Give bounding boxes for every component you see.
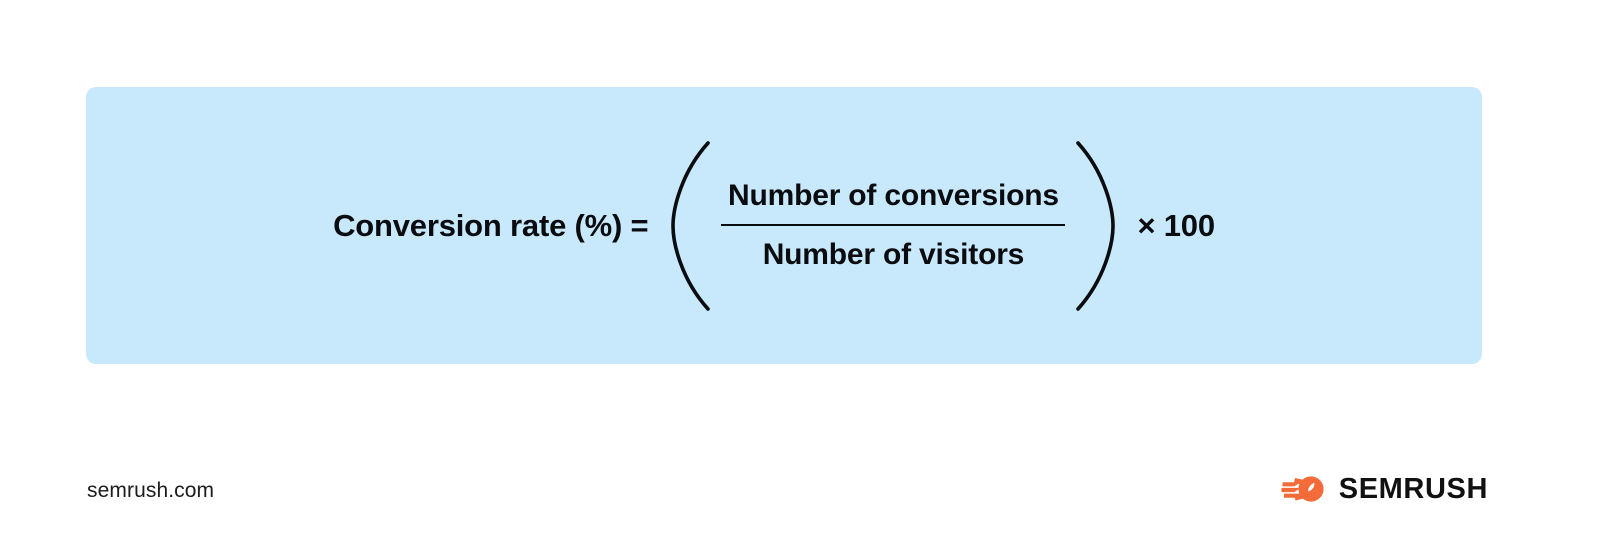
formula-row: Conversion rate (%) = Number of conversi…: [86, 87, 1482, 364]
fraction-numerator: Number of conversions: [728, 179, 1059, 212]
close-paren-icon: [1076, 140, 1116, 311]
formula-expression: Conversion rate (%) = Number of conversi…: [333, 137, 1215, 315]
semrush-comet-icon: [1281, 476, 1324, 502]
fraction-bar: [721, 224, 1066, 226]
formula-left-side: Conversion rate (%) =: [333, 207, 649, 243]
fraction: Number of conversions Number of visitors: [721, 179, 1066, 272]
semrush-wordmark: SEMRUSH: [1338, 472, 1488, 505]
formula-panel: Conversion rate (%) = Number of conversi…: [86, 87, 1482, 364]
source-url: semrush.com: [87, 479, 215, 502]
formula-multiplier: × 100: [1137, 207, 1215, 243]
semrush-logo: SEMRUSH: [1281, 474, 1488, 504]
open-paren-icon: [671, 140, 711, 311]
fraction-denominator: Number of visitors: [762, 238, 1025, 271]
